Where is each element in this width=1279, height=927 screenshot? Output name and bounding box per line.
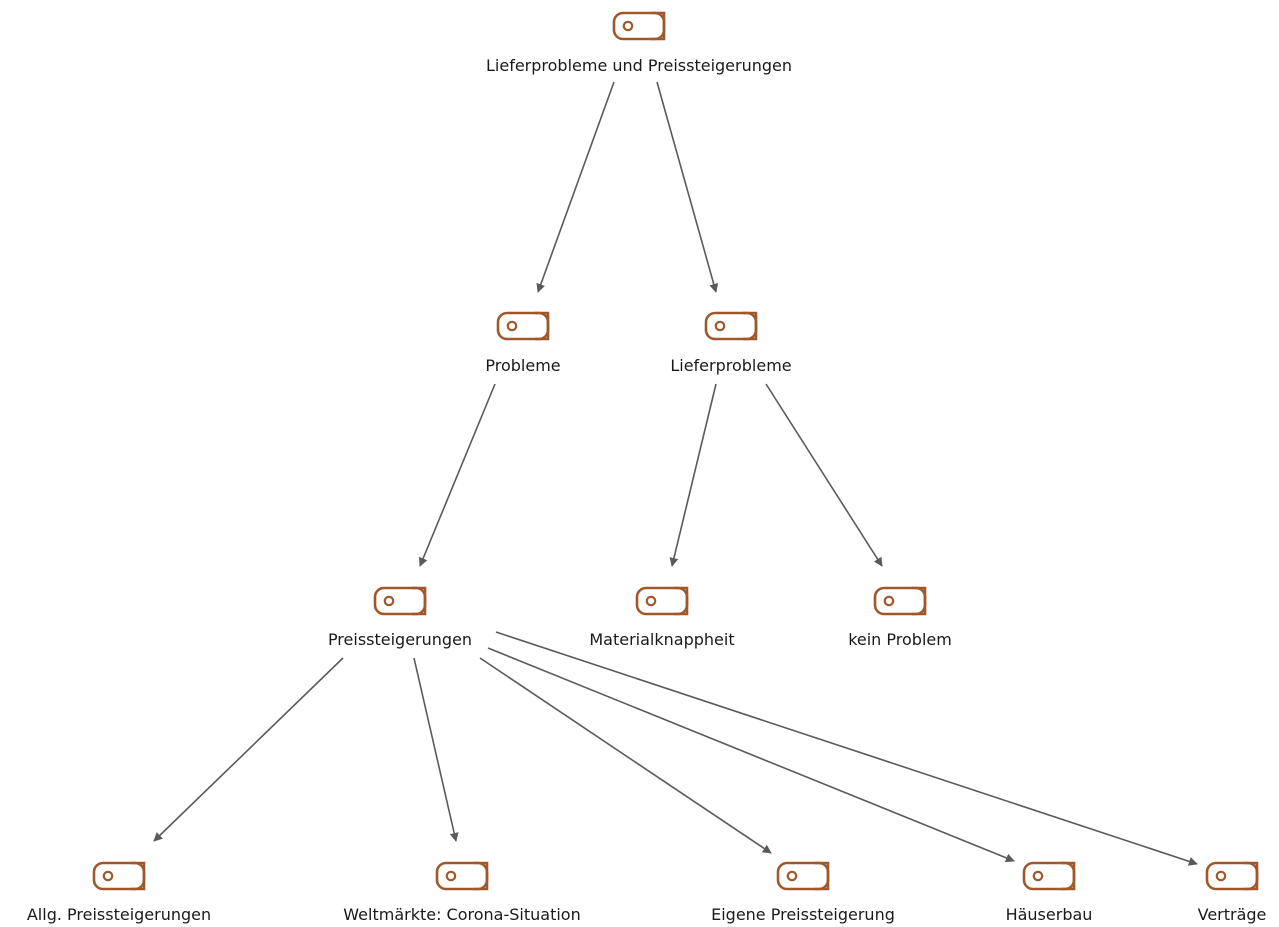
edge-preissteigerungen-to-vertraege: [495, 631, 1198, 866]
node-label-kein-problem: kein Problem: [848, 630, 952, 649]
node-allg-preissteigerungen[interactable]: Allg. Preissteigerungen: [27, 861, 211, 924]
node-label-preissteigerungen: Preissteigerungen: [328, 630, 472, 649]
node-root[interactable]: Lieferprobleme und Preissteigerungen: [486, 11, 792, 75]
node-label-eigene-preissteigerung: Eigene Preissteigerung: [711, 905, 895, 924]
node-label-weltmaerkte: Weltmärkte: Corona-Situation: [343, 905, 580, 924]
node-label-materialknappheit: Materialknappheit: [589, 630, 734, 649]
node-haeuserbau[interactable]: Häuserbau: [1006, 861, 1093, 924]
node-label-probleme: Probleme: [485, 356, 560, 375]
code-tag-icon: [1022, 861, 1076, 891]
nodes-layer: Lieferprobleme und PreissteigerungenProb…: [27, 11, 1267, 924]
code-tag-icon: [635, 586, 689, 616]
edge-preissteigerungen-to-haeuserbau: [487, 647, 1015, 863]
code-tag-icon: [373, 586, 427, 616]
code-tag-icon: [776, 861, 830, 891]
node-label-root: Lieferprobleme und Preissteigerungen: [486, 56, 792, 75]
node-probleme[interactable]: Probleme: [485, 311, 561, 375]
node-label-vertraege: Verträge: [1198, 905, 1267, 924]
code-tag-icon: [704, 311, 758, 341]
code-tag-icon: [1205, 861, 1259, 891]
node-label-lieferprobleme: Lieferprobleme: [670, 356, 791, 375]
edge-root-to-probleme: [536, 81, 615, 293]
edge-preissteigerungen-to-weltmaerkte: [413, 657, 459, 842]
edge-probleme-to-preissteigerungen: [418, 383, 496, 567]
node-preissteigerungen[interactable]: Preissteigerungen: [328, 586, 472, 649]
node-vertraege[interactable]: Verträge: [1198, 861, 1267, 924]
node-materialknappheit[interactable]: Materialknappheit: [589, 586, 735, 649]
code-tag-icon: [92, 861, 146, 891]
node-kein-problem[interactable]: kein Problem: [848, 586, 952, 649]
node-weltmaerkte[interactable]: Weltmärkte: Corona-Situation: [343, 861, 581, 924]
code-tag-icon: [612, 11, 666, 41]
edge-preissteigerungen-to-allg-preissteigerungen: [153, 657, 344, 842]
edge-lieferprobleme-to-materialknappheit: [669, 383, 717, 567]
edge-preissteigerungen-to-eigene-preissteigerung: [479, 657, 772, 854]
code-tag-icon: [496, 311, 550, 341]
code-tag-icon: [435, 861, 489, 891]
node-label-allg-preissteigerungen: Allg. Preissteigerungen: [27, 905, 211, 924]
code-tag-icon: [873, 586, 927, 616]
edge-lieferprobleme-to-kein-problem: [765, 383, 883, 567]
edges-layer: [153, 81, 1198, 866]
node-lieferprobleme[interactable]: Lieferprobleme: [670, 311, 792, 375]
edge-root-to-lieferprobleme: [656, 81, 719, 293]
node-eigene-preissteigerung[interactable]: Eigene Preissteigerung: [711, 861, 895, 924]
node-label-haeuserbau: Häuserbau: [1006, 905, 1093, 924]
